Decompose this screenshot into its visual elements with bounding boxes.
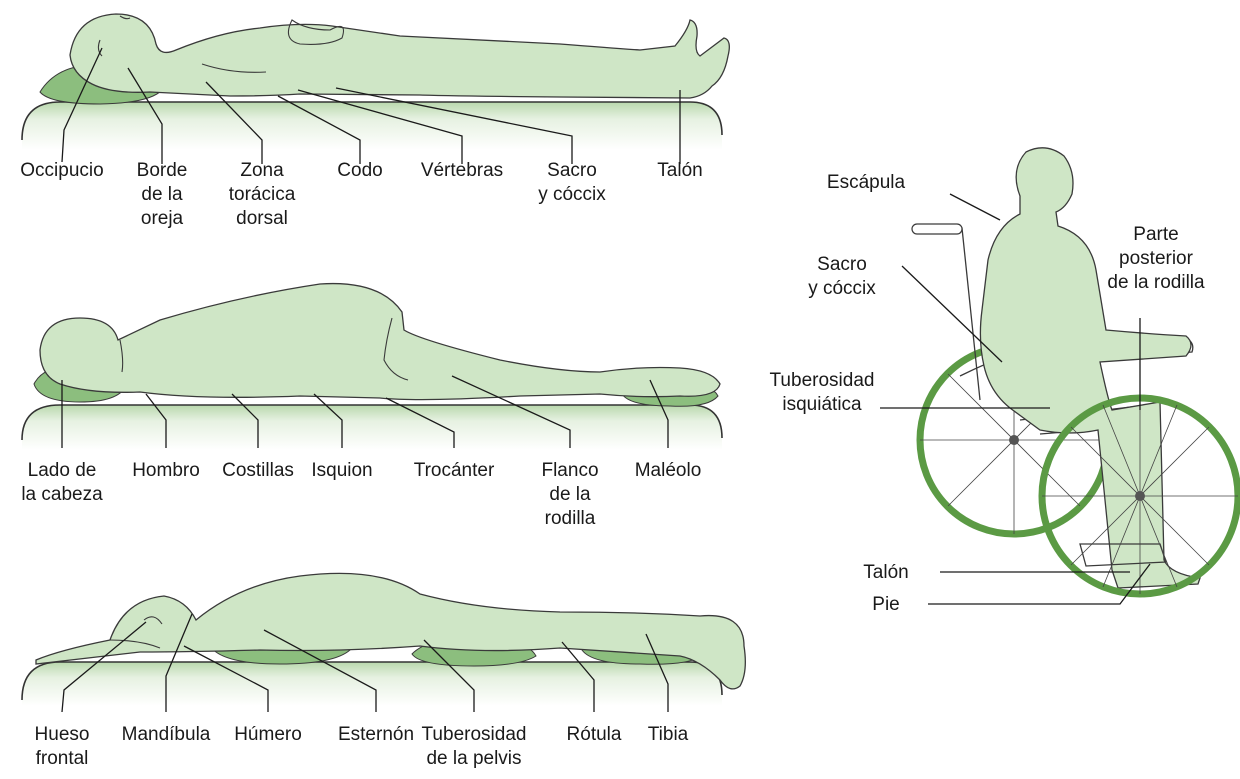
prone-figure [22,573,745,706]
label-parte-posterior-rodilla: Parte posterior de la rodilla [1107,224,1205,293]
label-line: de la rodilla [1107,272,1205,293]
label-flanco-rodilla: Flanco de la rodilla [541,460,598,529]
label-vertebras: Vértebras [421,160,503,181]
label-line: Húmero [234,724,302,745]
label-line: Zona [240,160,284,181]
label-line: de la [549,484,591,505]
label-line: Parte [1133,224,1178,245]
supine-label-group: Occipucio Borde de la oreja Zona torácica do… [20,160,702,229]
label-escapula: Escápula [827,172,906,193]
label-occipucio: Occipucio [20,160,103,181]
label-line: Esternón [338,724,414,745]
label-codo: Codo [337,160,382,181]
wheelchair-figure [912,148,1238,594]
label-line: Talón [863,562,908,583]
label-line: Escápula [827,172,906,193]
label-line: frontal [36,748,89,769]
label-line: Lado de [28,460,97,481]
label-line: torácica [229,184,296,205]
lateral-mattress [22,405,722,450]
lateral-figure [22,284,722,450]
label-trocanter: Trocánter [414,460,495,481]
label-line: Costillas [222,460,294,481]
label-line: oreja [141,208,184,229]
label-line: Rótula [567,724,622,745]
label-tuberosidad-pelvis: Tuberosidad de la pelvis [422,724,527,769]
label-line: rodilla [545,508,596,529]
label-rotula: Rótula [567,724,622,745]
label-line: isquiática [782,394,862,415]
label-line: Hueso [35,724,90,745]
label-line: posterior [1119,248,1194,269]
label-line: Tibia [648,724,689,745]
label-hombro: Hombro [132,460,200,481]
label-line: Tuberosidad [422,724,527,745]
label-line: dorsal [236,208,288,229]
label-line: de la pelvis [426,748,521,769]
prone-label-group: Hueso frontal Mandíbula Húmero Esternón T… [35,724,689,769]
label-tuberosidad-isquiatica: Tuberosidad isquiática [770,370,875,415]
label-maleolo: Maléolo [635,460,702,481]
label-humero: Húmero [234,724,302,745]
label-line: Hombro [132,460,200,481]
seated-body [980,148,1200,588]
label-line: Occipucio [20,160,103,181]
label-line: Sacro [817,254,867,275]
label-line: y cóccix [808,278,876,299]
label-line: Tuberosidad [770,370,875,391]
label-line: la cabeza [21,484,103,505]
label-line: Mandíbula [122,724,211,745]
label-line: de la [141,184,183,205]
supine-figure [22,14,729,150]
label-line: Isquion [311,460,372,481]
label-line: Maléolo [635,460,702,481]
label-esternon: Esternón [338,724,414,745]
label-mandibula: Mandíbula [122,724,211,745]
supine-body [70,14,729,98]
label-isquion: Isquion [311,460,372,481]
label-talon-silla: Talón [863,562,908,583]
label-line: y cóccix [538,184,606,205]
lateral-label-group: Lado de la cabeza Hombro Costillas Isquio… [21,460,701,529]
lateral-body [40,284,720,400]
label-pie: Pie [872,594,899,615]
label-hueso-frontal: Hueso frontal [35,724,90,769]
label-costillas: Costillas [222,460,294,481]
label-line: Talón [657,160,702,181]
label-line: Vértebras [421,160,503,181]
prone-mattress [22,662,722,706]
label-line: Flanco [541,460,598,481]
label-talon: Talón [657,160,702,181]
label-lado-cabeza: Lado de la cabeza [21,460,103,505]
supine-mattress [22,102,722,150]
label-borde-oreja: Borde de la oreja [137,160,188,229]
label-line: Pie [872,594,899,615]
label-sacro: Sacro y cóccix [538,160,606,205]
label-line: Sacro [547,160,597,181]
label-zona-toracica: Zona torácica dorsal [229,160,296,229]
label-sacro-coccix: Sacro y cóccix [808,254,876,299]
label-line: Codo [337,160,382,181]
label-tibia: Tibia [648,724,689,745]
label-line: Trocánter [414,460,495,481]
label-line: Borde [137,160,188,181]
